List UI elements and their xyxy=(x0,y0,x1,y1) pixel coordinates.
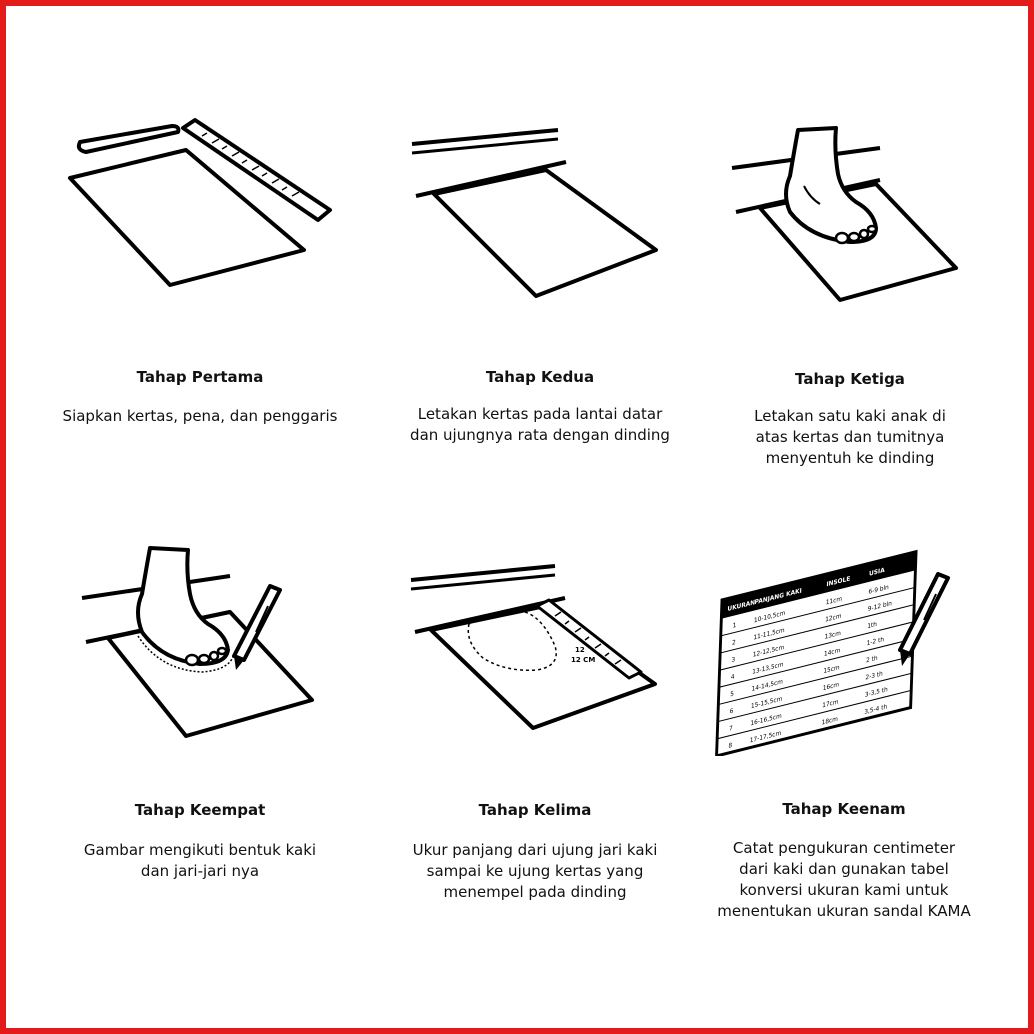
table-cell: 5 xyxy=(730,690,734,698)
step-description: Letakan satu kaki anak di atas kertas da… xyxy=(754,407,946,467)
step-description: Siapkan kertas, pena, dan penggaris xyxy=(62,407,338,425)
step-title: Tahap Keempat xyxy=(134,801,266,819)
table-row-divider xyxy=(720,604,915,654)
table-header-cell: USIA xyxy=(869,567,885,578)
step-4: Tahap Keempat Gambar mengikuti bentuk ka… xyxy=(30,536,370,880)
table-row-divider xyxy=(717,689,912,740)
foot-outline xyxy=(467,610,557,671)
foot-icon xyxy=(784,126,878,245)
step-description: Catat pengukuran centimeter dari kaki da… xyxy=(717,839,971,920)
step-2: Tahap Kedua Letakan kertas pada lantai d… xyxy=(370,100,710,460)
measure-outline-illustration: 12 12 CM xyxy=(410,564,657,730)
paper-pen-ruler-illustration xyxy=(68,118,332,287)
table-cell: 1 xyxy=(733,622,737,630)
table-row-divider xyxy=(720,586,915,637)
step-description: Ukur panjang dari ujung jari kaki sampai… xyxy=(412,841,658,901)
step-title: Tahap Pertama xyxy=(136,368,264,386)
ruler-label-1: 12 xyxy=(575,646,585,654)
step-title: Tahap Keenam xyxy=(782,800,906,818)
table-cell: 6 xyxy=(730,707,734,715)
foot-icon xyxy=(136,546,230,667)
table-cell: 7 xyxy=(729,725,733,733)
step-title: Tahap Kelima xyxy=(478,801,592,819)
table-cell: 8 xyxy=(728,742,732,750)
step-3: Tahap Ketiga Letakan satu kaki anak di a… xyxy=(680,100,1020,480)
table-row-divider xyxy=(718,655,913,706)
pen-icon xyxy=(76,124,181,154)
table-cell: 1-2 th xyxy=(867,636,885,647)
table-cell: 2 xyxy=(732,639,736,647)
table-cell: 1th xyxy=(867,621,877,631)
foot-on-paper-illustration xyxy=(731,126,958,302)
table-cell: 16cm xyxy=(823,681,840,692)
step-title: Tahap Kedua xyxy=(485,368,595,386)
table-cell: 2 th xyxy=(866,655,878,665)
table-cell: 14cm xyxy=(824,647,841,658)
pen-icon xyxy=(898,572,950,666)
table-cell: 2-3 th xyxy=(865,670,883,681)
step-5: 12 12 CM Tahap Kelima Ukur panjang dari … xyxy=(365,536,705,916)
table-cell: 17cm xyxy=(822,698,839,709)
table-cell: 15cm xyxy=(823,664,840,675)
paper-against-wall-illustration xyxy=(411,128,658,298)
table-row-divider xyxy=(718,638,914,688)
table-cell: 13cm xyxy=(824,630,841,641)
table-row-divider xyxy=(719,621,914,671)
table-cell: 18cm xyxy=(821,715,838,726)
trace-foot-illustration xyxy=(81,546,314,738)
step-description: Letakan kertas pada lantai datar dan uju… xyxy=(410,405,670,444)
ruler-icon xyxy=(181,118,332,222)
ruler-label-2: 12 CM xyxy=(571,656,595,664)
table-cell: 12cm xyxy=(825,613,842,624)
table-row-divider xyxy=(717,672,912,723)
table-cell: 11cm xyxy=(826,595,843,606)
table-cell: 3 xyxy=(731,656,735,664)
pen-icon xyxy=(232,584,282,670)
step-description: Gambar mengikuti bentuk kaki dan jari-ja… xyxy=(83,841,317,880)
step-title: Tahap Ketiga xyxy=(795,370,905,388)
step-1: Tahap Pertama Siapkan kertas, pena, dan … xyxy=(30,100,370,440)
ruler-icon xyxy=(535,598,643,680)
table-cell: 4 xyxy=(731,673,735,681)
